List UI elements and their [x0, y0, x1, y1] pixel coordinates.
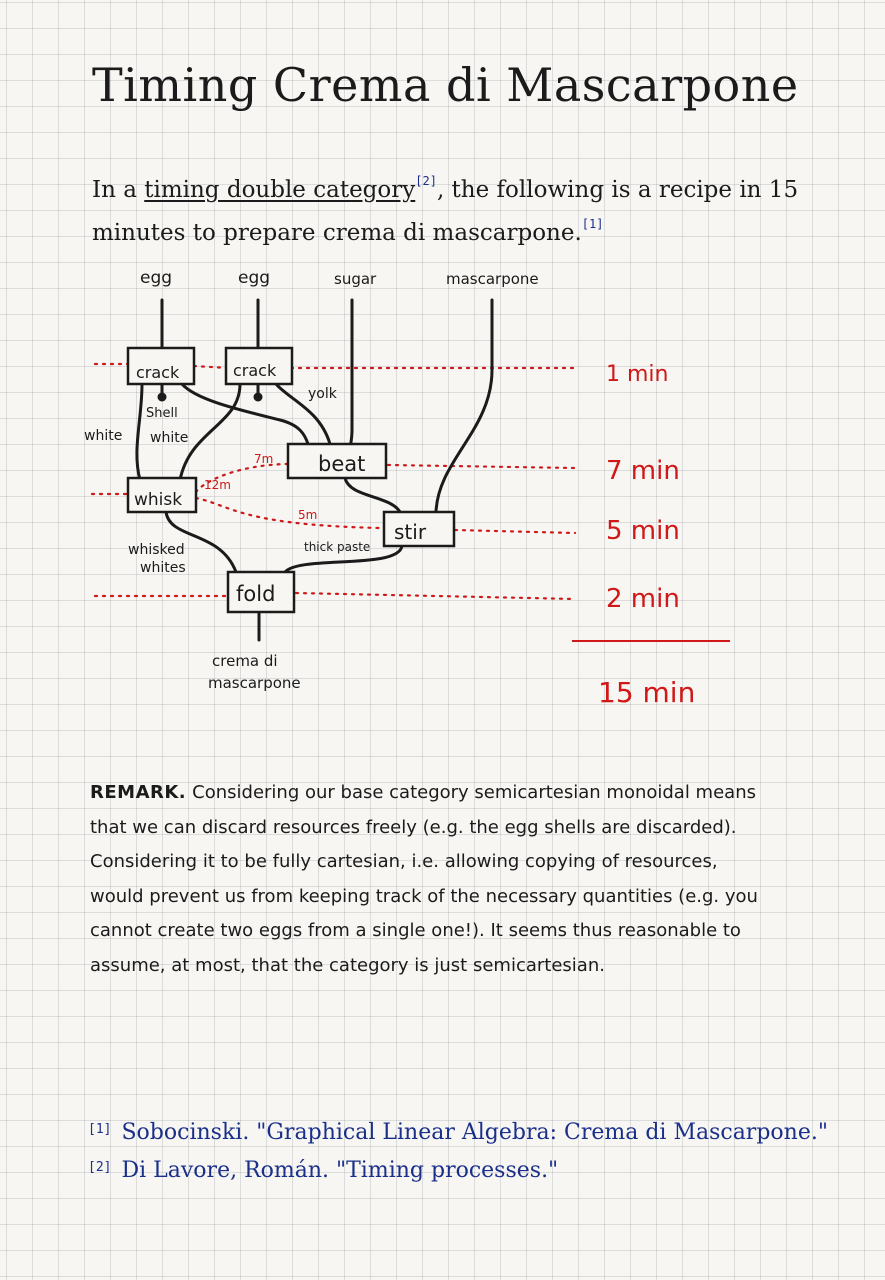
- wire-thick-paste: [283, 544, 404, 574]
- wire-white-left: [135, 382, 144, 482]
- reference-1-text: Sobocinski. "Graphical Linear Algebra: C…: [121, 1120, 828, 1145]
- reference-1-number: [1]: [88, 1122, 112, 1137]
- timing-line-5: [453, 528, 577, 535]
- timing-curve-5m: [194, 496, 382, 530]
- stir-box: [382, 510, 456, 548]
- shell-discard-dot-2: [253, 392, 263, 402]
- reference-2-number: [2]: [88, 1160, 112, 1175]
- wire-beat-stir: [343, 476, 402, 514]
- timing-line-1b: [192, 364, 230, 370]
- citation-2-marker[interactable]: [2]: [415, 174, 437, 188]
- references: [1] Sobocinski. "Graphical Linear Algebra…: [88, 1120, 868, 1196]
- intro-paragraph: In a timing double category[2], the foll…: [92, 164, 812, 250]
- wire-sugar: [348, 298, 354, 452]
- timing-curve-7m: [194, 462, 289, 494]
- wire-whisked-whites: [164, 510, 238, 574]
- whisk-box: [126, 476, 198, 514]
- string-diagram: [90, 298, 577, 642]
- reference-2[interactable]: [2] Di Lavore, Román. "Timing processes.": [88, 1158, 868, 1196]
- wire-yolk-2: [274, 382, 332, 446]
- page-title: Timing Crema di Mascarpone: [92, 58, 799, 112]
- crack-box-2: [224, 346, 294, 386]
- beat-box: [286, 442, 388, 480]
- intro-text-end: , the following is a recipe in 15 minute…: [92, 177, 799, 246]
- shell-discard-dot: [157, 392, 167, 402]
- remark-text: Considering our base category semicartes…: [90, 782, 758, 976]
- intro-text-start: In a: [92, 177, 145, 203]
- reference-1[interactable]: [1] Sobocinski. "Graphical Linear Algebra…: [88, 1120, 868, 1158]
- timing-line-7: [386, 463, 577, 470]
- wire-white-mid: [178, 382, 242, 482]
- wire-mascarpone: [434, 298, 494, 514]
- fold-box: [226, 570, 296, 614]
- reference-2-text: Di Lavore, Román. "Timing processes.": [121, 1158, 559, 1183]
- timing-double-category-term: timing double category: [144, 177, 416, 203]
- timing-line-2b: [294, 591, 577, 601]
- remark-lead: REMARK.: [90, 782, 187, 803]
- remark-paragraph: REMARK.Considering our base category sem…: [90, 776, 770, 983]
- crack-box-1: [126, 346, 196, 386]
- citation-1-marker[interactable]: [1]: [581, 217, 604, 231]
- wire-yolk-1: [180, 382, 310, 446]
